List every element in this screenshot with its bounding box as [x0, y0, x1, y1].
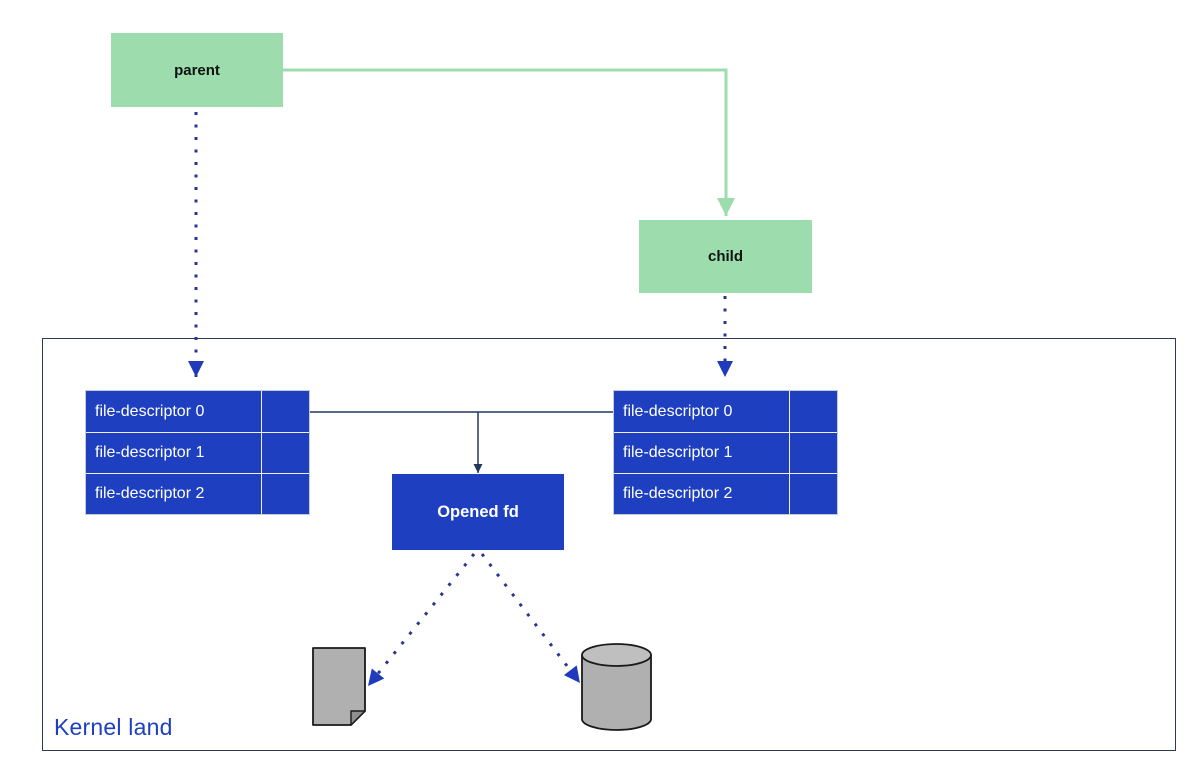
- node-opened-fd-label: Opened fd: [437, 502, 519, 521]
- fd-table-child: file-descriptor 0 file-descriptor 1 file…: [613, 390, 838, 515]
- node-parent: parent: [111, 33, 283, 107]
- fd-row-label: file-descriptor 2: [86, 474, 262, 514]
- fd-pointer-cell: [262, 474, 309, 514]
- fd-table-row: file-descriptor 0: [86, 391, 309, 432]
- fd-table-parent: file-descriptor 0 file-descriptor 1 file…: [85, 390, 310, 515]
- node-parent-label: parent: [174, 61, 220, 79]
- fd-table-row: file-descriptor 0: [614, 391, 837, 432]
- fd-table-row: file-descriptor 2: [86, 473, 309, 514]
- fd-table-row: file-descriptor 1: [614, 432, 837, 473]
- fd-pointer-cell: [790, 433, 837, 473]
- fd-row-label: file-descriptor 2: [614, 474, 790, 514]
- fd-row-label: file-descriptor 0: [614, 391, 790, 432]
- node-child-label: child: [707, 248, 743, 265]
- fd-pointer-cell: [262, 433, 309, 473]
- fd-pointer-cell: [790, 474, 837, 514]
- kernel-land-label: Kernel land: [54, 714, 173, 740]
- fd-pointer-cell: [262, 391, 309, 432]
- document-icon: [312, 647, 366, 726]
- node-opened-fd: Opened fd: [392, 474, 564, 550]
- database-cylinder-icon: [581, 643, 652, 731]
- fd-table-row: file-descriptor 2: [614, 473, 837, 514]
- openedfd-to-file-arrow: [366, 553, 476, 687]
- fd-row-label: file-descriptor 0: [86, 391, 262, 432]
- node-child: child: [639, 220, 812, 293]
- fd-table-row: file-descriptor 1: [86, 432, 309, 473]
- openedfd-to-device-arrow: [480, 553, 582, 684]
- fd-pointer-cell: [790, 391, 837, 432]
- fork-connector-line: [283, 68, 735, 216]
- fd-row-label: file-descriptor 1: [86, 433, 262, 473]
- fd-row-label: file-descriptor 1: [614, 433, 790, 473]
